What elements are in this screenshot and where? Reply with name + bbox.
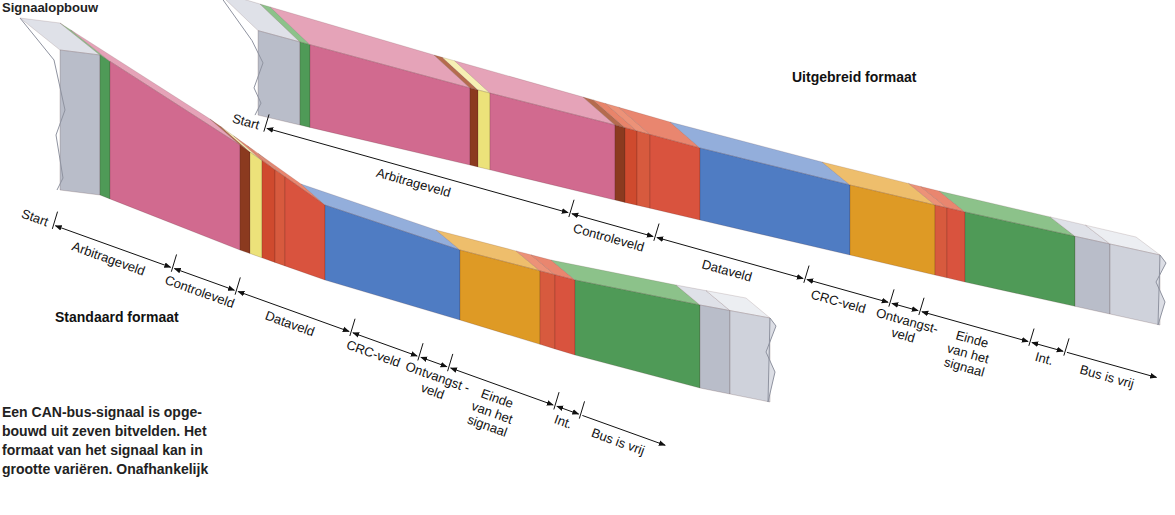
start-label: Start (230, 111, 260, 132)
bit-field-front (700, 305, 730, 394)
field-label: Int. (1033, 350, 1054, 369)
bit-field-front (965, 212, 1075, 306)
dimension-lines (264, 114, 1157, 377)
start-label: Start (19, 206, 50, 229)
bit-field-front (575, 280, 700, 388)
field-label: Int. (552, 413, 574, 433)
bit-field-front (262, 161, 275, 263)
bit-field-front (850, 185, 935, 275)
bit-field-front (60, 50, 100, 195)
field-label: Arbitrageveld (375, 166, 453, 201)
extended-frame-bar (217, 0, 1166, 325)
bit-field-front (470, 88, 478, 167)
bit-field-top (20, 18, 100, 55)
bit-field-front (300, 42, 310, 127)
bit-field-front (478, 90, 490, 170)
field-label: Controleveld (572, 221, 646, 255)
field-label: Ontvangst- veld (868, 305, 943, 352)
bit-field-front (240, 145, 250, 254)
break-edge (1156, 255, 1166, 325)
bit-field-front (615, 125, 625, 202)
bit-field-front (325, 205, 460, 320)
bit-field-front (250, 152, 262, 258)
field-label: CRC-veld (344, 338, 402, 371)
break-edge (217, 0, 263, 115)
bit-field-front (947, 208, 965, 282)
field-label: Einde van het signaal (461, 383, 525, 442)
bit-field-front (637, 131, 650, 208)
field-label: Dataveld (263, 308, 316, 339)
bit-field-front (935, 205, 947, 278)
bit-field-front (625, 128, 637, 206)
dimension-arrow (892, 303, 918, 310)
bit-field-front (110, 61, 240, 250)
bit-field-front (490, 93, 615, 200)
field-label: CRC-veld (809, 287, 867, 316)
bit-field-front (555, 275, 575, 355)
field-label: Controleveld (163, 273, 237, 311)
field-label: Bus is vrij (589, 426, 646, 459)
bit-field-front (100, 55, 110, 199)
break-edge (20, 18, 65, 190)
diagram-caption: Een CAN-bus-signaal is opge- bouwd uit z… (2, 403, 220, 479)
bit-field-front (540, 271, 555, 349)
bit-field-front (258, 31, 300, 125)
diagram-title: Signaalopbouw (2, 0, 98, 15)
bit-field-front (1075, 236, 1110, 314)
field-label: Einde van het signaal (937, 325, 999, 381)
field-label: Ontvangst -veld (397, 359, 473, 410)
format-label: Standaard formaat (55, 310, 179, 326)
bit-field-front (460, 250, 540, 344)
bit-field-front (730, 311, 770, 402)
standard-frame-bar (20, 18, 776, 402)
field-label: Bus is vrij (1078, 363, 1135, 392)
field-label: Dataveld (700, 257, 753, 285)
bit-field-front (275, 170, 285, 266)
bit-field-front (1110, 244, 1160, 325)
bit-field-front (650, 135, 700, 221)
dimension-arrow (267, 128, 568, 212)
break-edge (766, 318, 776, 402)
format-label: Uitgebreid formaat (792, 70, 916, 86)
